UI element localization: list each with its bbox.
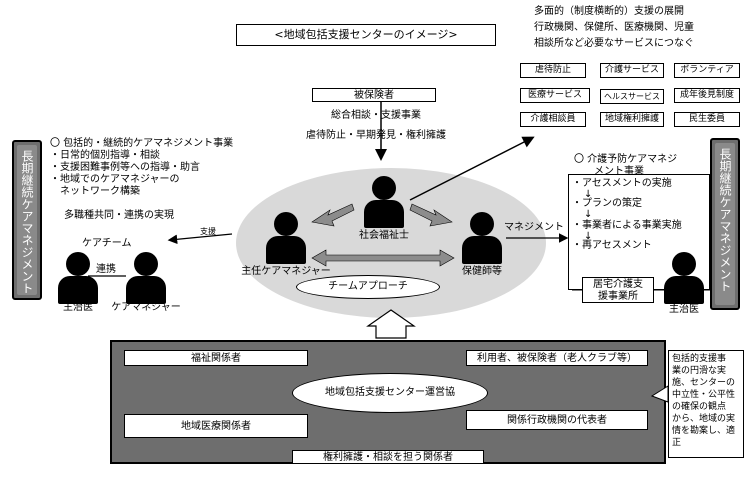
right-list-title-1: 〇 介護予防ケアマネジ	[574, 154, 678, 165]
top-right-line-1: 多面的（制度横断的）支援の展開	[534, 6, 684, 17]
left-list-item-4: ・地域でのケアマネジャーの	[50, 174, 180, 185]
care-manager-label: ケアマネジャー	[111, 302, 181, 313]
right-doctor-label: 主治医	[669, 304, 699, 315]
left-long-term-label: 長期継続ケアマネジメント	[20, 150, 34, 294]
tag-welfare-commissioner: 民生委員	[674, 112, 740, 127]
diagram-title-box: <地域包括支援センターのイメージ>	[236, 24, 496, 46]
callout-line-4: 中立性・公平性	[672, 390, 736, 400]
welfare-box: 福祉関係者	[124, 350, 308, 366]
management-label: マネジメント	[504, 222, 564, 233]
users-box: 利用者、被保険者（老人クラブ等）	[466, 350, 648, 366]
left-long-term-bar: 長期継続ケアマネジメント	[12, 140, 42, 300]
left-doctor-label: 主治医	[63, 302, 93, 313]
tag-abuse-prevention: 虐待防止	[520, 63, 586, 78]
double-arrow-right	[409, 203, 453, 227]
tag-health-service: ヘルスサービス	[600, 89, 664, 104]
social-worker-icon	[364, 176, 404, 228]
left-list-item-2: ・日常的個別指導・相談	[50, 150, 160, 161]
care-manager-icon	[126, 252, 166, 304]
double-arrow-left	[311, 203, 355, 227]
left-doctor-icon	[58, 252, 98, 304]
rights-label: 権利擁護・相談を担う関係者	[323, 452, 453, 463]
callout-line-2: 業の円滑な実	[672, 366, 727, 376]
insured-box: 被保険者	[312, 88, 436, 102]
medical-box: 地域医療関係者	[124, 414, 308, 438]
team-approach-ellipse	[296, 275, 440, 299]
right-doctor-icon	[664, 252, 704, 304]
callout-line-3: 施、センターの	[672, 378, 736, 388]
top-right-line-2: 行政機関、保健所、医療機関、児童	[534, 22, 694, 33]
callout-line-6: から、地域の実	[672, 414, 736, 424]
consult-support-label: 総合相談・支援事業	[331, 110, 421, 121]
callout-line-5: の確保の観点	[672, 402, 727, 412]
rights-box: 権利擁護・相談を担う関係者	[292, 450, 484, 464]
double-arrow-bottom	[311, 249, 455, 267]
home-care-office-line-1: 居宅介護支	[593, 279, 643, 290]
left-list-item-5: ネットワーク構築	[50, 186, 140, 197]
left-list-item-3: ・支援困難事例等への指導・助言	[50, 162, 200, 173]
care-team-link-label: 連携	[96, 264, 116, 275]
callout-line-8: 正	[672, 438, 682, 448]
tag-medical-service: 医療サービス	[520, 88, 590, 103]
social-worker-label: 社会福祉士	[359, 230, 409, 241]
users-label: 利用者、被保険者（老人クラブ等）	[477, 353, 637, 364]
insured-label: 被保険者	[354, 90, 394, 101]
admin-box: 関係行政機関の代表者	[466, 410, 648, 430]
right-long-term-bar: 長期継続ケアマネジメント	[710, 138, 740, 310]
right-list-arrow-1: ↓	[584, 189, 593, 200]
left-list-item-1: 〇 包括的・継続的ケアマネジメント事業	[50, 138, 234, 149]
tag-care-counselor: 介護相談員	[520, 112, 586, 127]
right-list-arrow-3: ↓	[584, 231, 593, 242]
medical-label: 地域医療関係者	[181, 421, 251, 432]
left-list-collab: 多職種共同・連携の実現	[64, 210, 174, 221]
tag-guardianship: 成年後見制度	[674, 88, 740, 103]
chief-manager-icon	[266, 212, 306, 264]
tag-care-service: 介護サービス	[600, 63, 664, 78]
welfare-label: 福祉関係者	[191, 353, 241, 364]
right-list-item-3: ・事業者による事業実施	[572, 220, 682, 231]
callout-line-7: 情を勘案し、適	[672, 426, 736, 436]
tag-local-rights: 地域権利擁護	[600, 112, 664, 127]
top-right-line-3: 相談所など必要なサービスにつなぐ	[534, 38, 694, 49]
right-list-item-2: ・プランの策定	[572, 198, 642, 209]
tag-volunteer: ボランティア	[674, 63, 740, 78]
callout-line-1: 包括的支援事	[672, 354, 727, 364]
home-care-office-line-2: 援事業所	[598, 291, 638, 302]
care-team-support-label: 支援	[200, 227, 216, 236]
home-care-office-box: 居宅介護支 援事業所	[582, 277, 654, 303]
right-list-arrow-2: ↓	[584, 209, 593, 220]
right-long-term-label: 長期継続ケアマネジメント	[718, 148, 732, 292]
abuse-prevention-label: 虐待防止・早期発見・権利擁護	[306, 130, 446, 141]
care-team-title: ケアチーム	[82, 238, 132, 249]
right-list-item-1: ・アセスメントの実施	[572, 178, 672, 189]
admin-label: 関係行政機関の代表者	[507, 415, 607, 426]
diagram-title: <地域包括支援センターのイメージ>	[274, 28, 458, 41]
council-center-label: 地域包括支援センター運営協	[325, 387, 455, 398]
nurse-icon	[462, 212, 502, 264]
council-center-ellipse	[292, 373, 488, 413]
team-approach-label: チームアプローチ	[328, 281, 408, 292]
up-arrow-council	[366, 309, 416, 339]
right-list-item-4: ・再アセスメント	[572, 240, 652, 251]
callout-box	[668, 350, 744, 458]
nurse-label: 保健師等	[462, 266, 502, 277]
chief-manager-label: 主任ケアマネジャー	[241, 266, 331, 277]
right-list-title-2: メント事業	[594, 166, 644, 177]
arrow-to-services	[409, 136, 535, 201]
arrow-to-care-team	[167, 233, 233, 245]
